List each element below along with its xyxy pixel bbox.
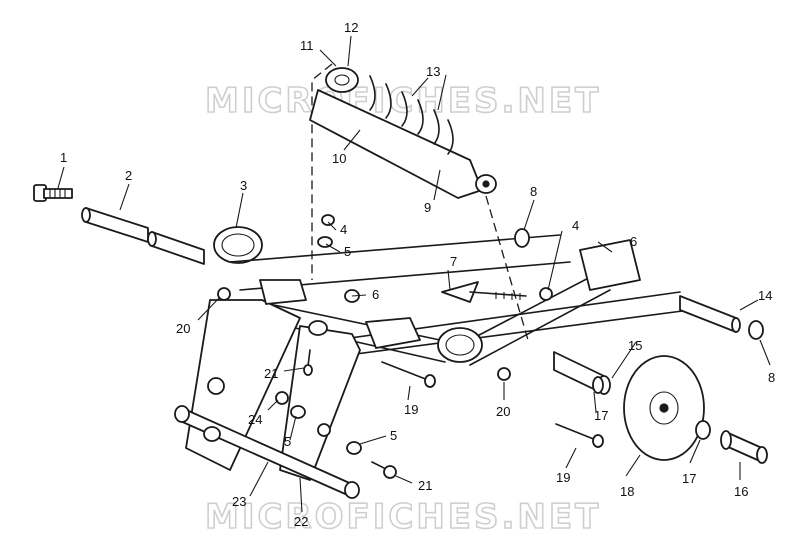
part-14-axle (679, 295, 741, 333)
callout-5a: 5 (344, 244, 351, 259)
callout-6b: 6 (630, 234, 637, 249)
callout-3: 3 (240, 178, 247, 193)
callout-19b: 19 (556, 470, 570, 485)
bolts (303, 349, 604, 479)
callout-17b: 17 (682, 471, 696, 486)
callout-24: 24 (248, 412, 262, 427)
leader-lines (57, 35, 771, 513)
part-16-bushing (720, 430, 768, 464)
rear-pivot-cup (437, 327, 483, 363)
callout-7: 7 (450, 254, 457, 269)
callout-5c: 5 (390, 428, 397, 443)
callout-8b: 8 (768, 370, 775, 385)
callout-2: 2 (125, 168, 132, 183)
wheel-assembly (553, 351, 705, 461)
callout-16: 16 (734, 484, 748, 499)
nuts (217, 214, 553, 405)
callout-10: 10 (332, 151, 346, 166)
part-7-eye-bolt (441, 281, 527, 303)
callout-14: 14 (758, 288, 772, 303)
callout-11: 11 (300, 38, 314, 53)
callout-23: 23 (232, 494, 246, 509)
callout-22: 22 (294, 514, 308, 529)
callout-19a: 19 (404, 402, 418, 417)
callout-17a: 17 (594, 408, 608, 423)
callout-9: 9 (424, 200, 431, 215)
callout-21a: 21 (264, 366, 278, 381)
part-3-pivot-cup (213, 226, 263, 264)
callout-numbers: 1 2 3 4 5 4 6 7 8 6 14 8 15 17 18 17 16 … (60, 20, 775, 529)
part-1-bolt (33, 184, 73, 202)
rear-arm-assembly (174, 299, 361, 499)
washers (290, 228, 764, 455)
callout-5b: 5 (284, 434, 291, 449)
callout-20a: 20 (176, 321, 190, 336)
callout-15: 15 (628, 338, 642, 353)
watermark-bottom: MICROFICHES.NET (205, 497, 601, 537)
part-2-tubes (81, 207, 205, 265)
callout-13: 13 (426, 64, 440, 79)
callout-12: 12 (344, 20, 358, 35)
callout-20b: 20 (496, 404, 510, 419)
callout-6a: 6 (372, 287, 379, 302)
callout-4a: 4 (340, 222, 347, 237)
callout-4b: 4 (572, 218, 579, 233)
callout-18: 18 (620, 484, 634, 499)
watermark-top: MICROFICHES.NET (205, 81, 601, 121)
shock-absorber (309, 67, 497, 199)
callout-1: 1 (60, 150, 67, 165)
callout-21b: 21 (418, 478, 432, 493)
callout-8a: 8 (530, 184, 537, 199)
